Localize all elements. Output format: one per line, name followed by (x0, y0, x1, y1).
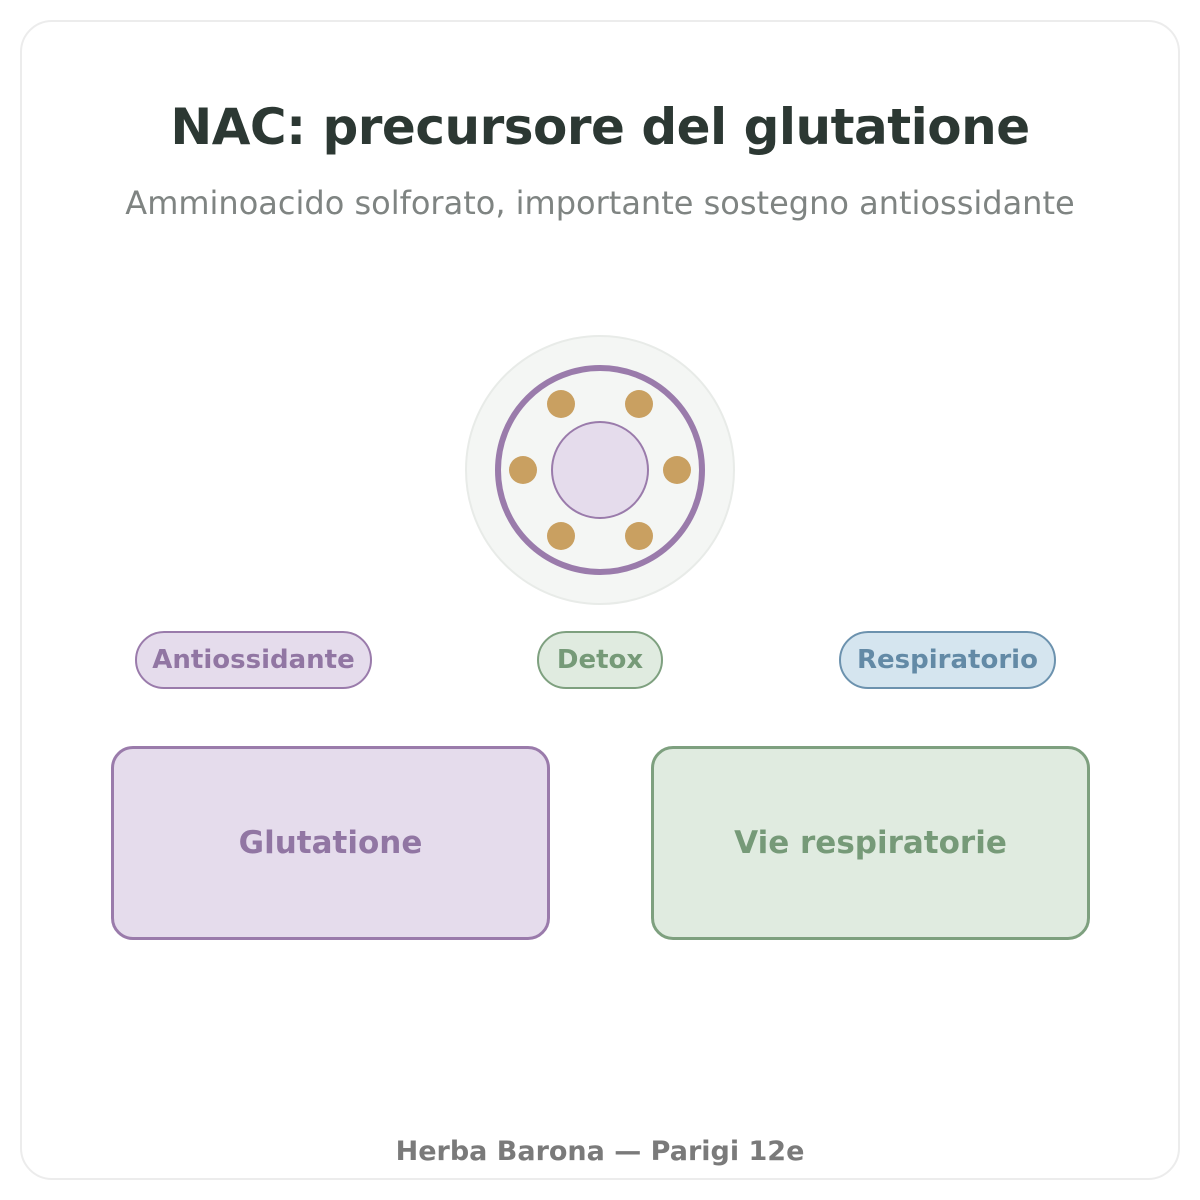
box-vie-respiratorie-label: Vie respiratorie (734, 825, 1007, 861)
emblem-dot (547, 390, 575, 418)
footer-credit: Herba Barona — Parigi 12e (395, 1136, 805, 1167)
emblem-dot (509, 456, 537, 484)
tag-respiratorio: Respiratorio (839, 631, 1056, 689)
emblem-core (551, 421, 649, 519)
page-title: NAC: precursore del glutatione (170, 98, 1030, 156)
emblem-dot (625, 390, 653, 418)
molecule-emblem (465, 335, 735, 605)
tag-antiossidante: Antiossidante (135, 631, 372, 689)
page-subtitle: Amminoacido solforato, importante sosteg… (125, 184, 1075, 222)
emblem-dot (625, 522, 653, 550)
emblem-dot (547, 522, 575, 550)
emblem-dot (663, 456, 691, 484)
tag-detox: Detox (537, 631, 663, 689)
box-vie-respiratorie: Vie respiratorie (651, 746, 1090, 940)
box-glutatione-label: Glutatione (238, 825, 423, 861)
box-glutatione: Glutatione (111, 746, 550, 940)
